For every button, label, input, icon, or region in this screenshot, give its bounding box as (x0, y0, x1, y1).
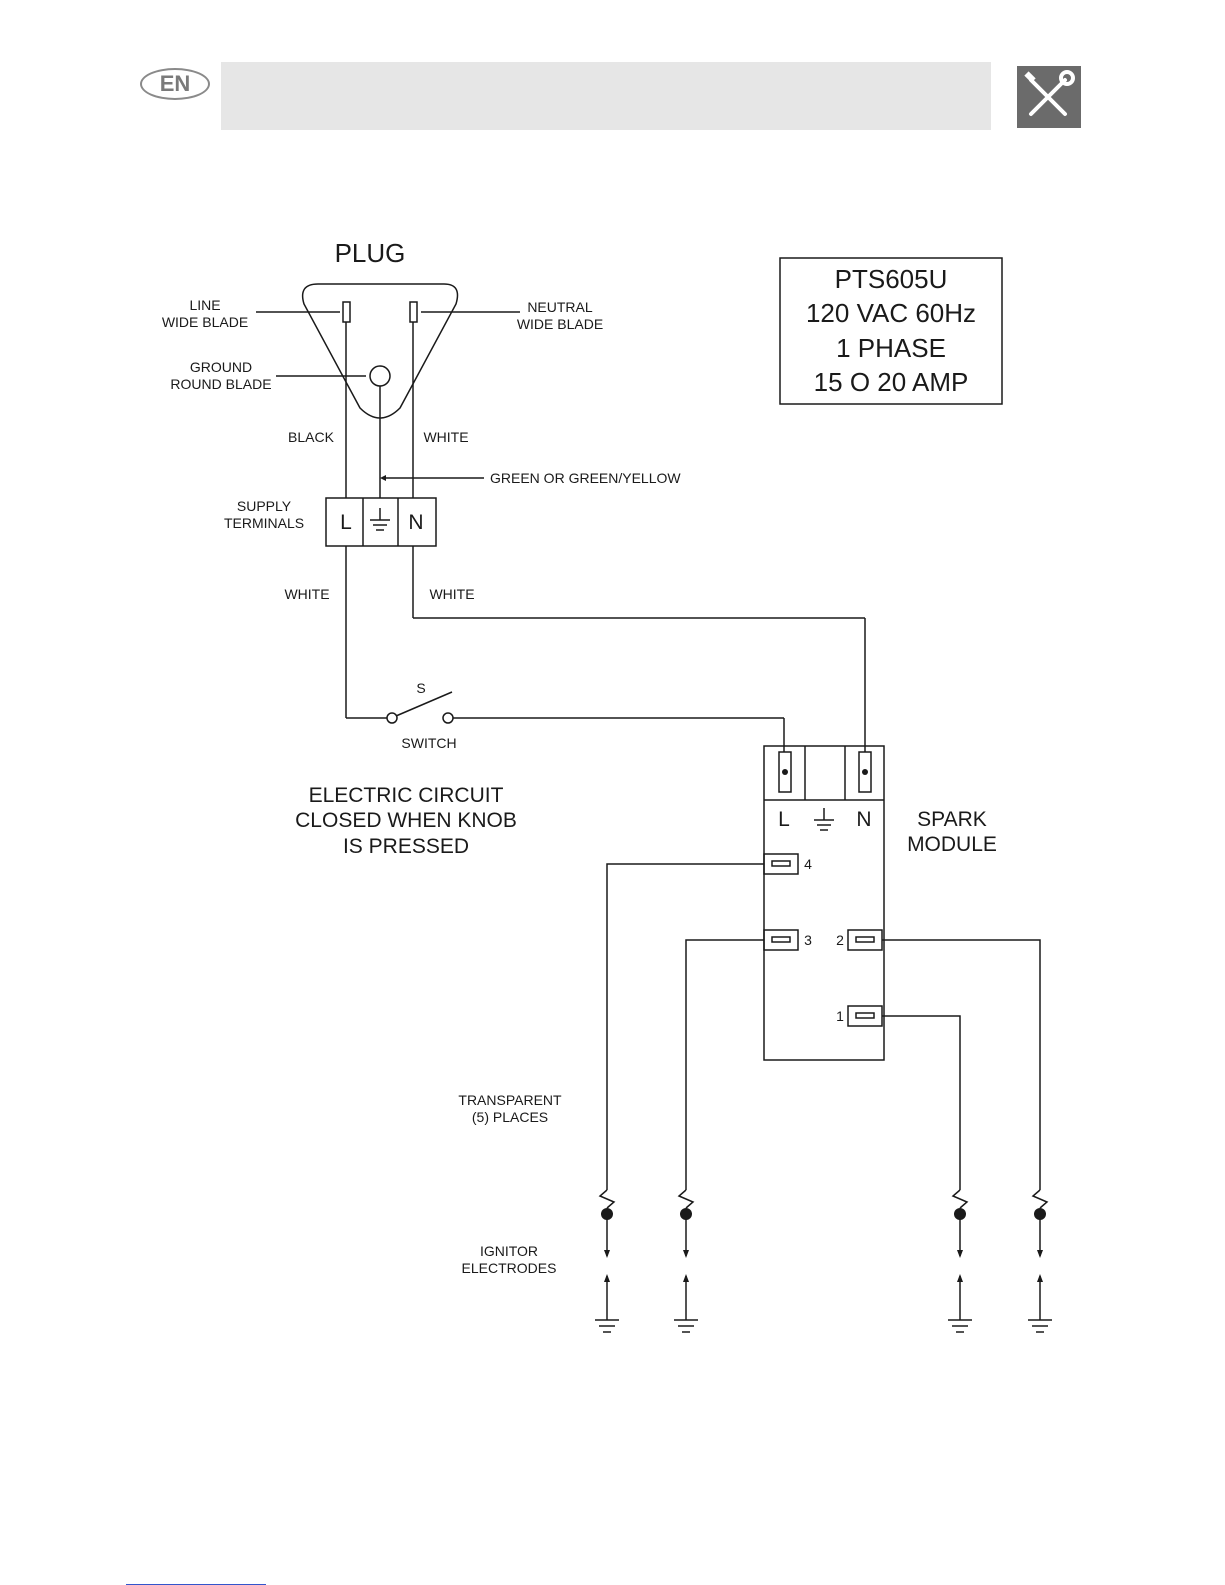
ignitor-label-1: IGNITOR (480, 1243, 538, 1259)
note-line-1: ELECTRIC CIRCUIT (309, 784, 504, 807)
wire-black-label: BLACK (288, 429, 335, 445)
electrode-tip-2 (680, 1208, 692, 1220)
wire-white-top-label: WHITE (423, 429, 468, 445)
pin-4-label: 4 (804, 856, 812, 872)
electrode-tip-1 (601, 1208, 613, 1220)
ground-symbol-3 (948, 1320, 972, 1332)
spec-amps: 15 O 20 AMP (814, 367, 969, 397)
ground-label-2: ROUND BLADE (170, 376, 271, 392)
wire-green-label: GREEN OR GREEN/YELLOW (490, 470, 681, 486)
line-label-1: LINE (189, 297, 220, 313)
neutral-label-2: WIDE BLADE (517, 316, 603, 332)
pin-3-connector (764, 930, 798, 950)
note-line-3: IS PRESSED (343, 835, 469, 858)
electrode-tip-4 (1034, 1208, 1046, 1220)
spec-voltage: 120 VAC 60Hz (806, 298, 976, 328)
pin-2-connector (848, 930, 882, 950)
line-blade (343, 302, 350, 322)
supply-label-1: SUPPLY (237, 498, 292, 514)
spark-module-label-1: SPARK (917, 808, 987, 831)
switch-contact-left (387, 713, 397, 723)
transparent-label-2: (5) PLACES (472, 1109, 548, 1125)
ground-symbol-1 (595, 1320, 619, 1332)
transparent-label-1: TRANSPARENT (458, 1092, 562, 1108)
pin-4-connector (764, 854, 798, 874)
supply-terminal-l: L (340, 511, 352, 534)
line-label-2: WIDE BLADE (162, 314, 248, 330)
supply-terminal-n: N (408, 511, 423, 534)
neutral-blade (410, 302, 417, 322)
neutral-label-1: NEUTRAL (527, 299, 593, 315)
module-terminal-n: N (856, 808, 871, 831)
spark-module-label-2: MODULE (907, 833, 997, 856)
note-line-2: CLOSED WHEN KNOB (295, 809, 517, 832)
module-terminal-l: L (778, 808, 790, 831)
switch-s-label: S (416, 680, 425, 696)
switch-contact-right (443, 713, 453, 723)
plug-title: PLUG (335, 238, 406, 268)
switch-label: SWITCH (401, 735, 456, 751)
supply-label-2: TERMINALS (224, 515, 304, 531)
spec-model: PTS605U (835, 264, 948, 294)
pin-2-label: 2 (836, 932, 844, 948)
ground-symbol-2 (674, 1320, 698, 1332)
ground-symbol-4 (1028, 1320, 1052, 1332)
spec-phase: 1 PHASE (836, 333, 946, 363)
wire-white-right-label: WHITE (429, 586, 474, 602)
pin-3-label: 3 (804, 932, 812, 948)
wire-white-left-label: WHITE (284, 586, 329, 602)
pin-1-connector (848, 1006, 882, 1026)
ground-blade (370, 366, 390, 386)
ignitor-label-2: ELECTRODES (462, 1260, 557, 1276)
ground-label-1: GROUND (190, 359, 252, 375)
pin-1-label: 1 (836, 1008, 844, 1024)
electrode-tip-3 (954, 1208, 966, 1220)
